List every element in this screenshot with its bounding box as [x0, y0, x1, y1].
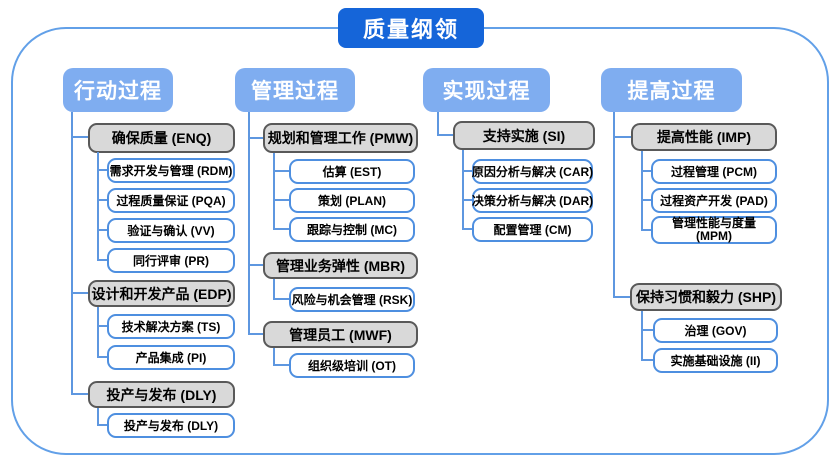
header-implementation-process: 实现过程 [423, 68, 550, 112]
leaf-ot: 组织级培训 (OT) [289, 353, 415, 378]
connector-line [71, 136, 88, 138]
leaf-plan: 策划 (PLAN) [289, 188, 415, 213]
group-pmw: 规划和管理工作 (PMW) [263, 123, 418, 153]
connector-line [97, 259, 107, 261]
leaf-pcm: 过程管理 (PCM) [651, 159, 777, 184]
connector-line [97, 424, 107, 426]
connector-line [273, 199, 289, 201]
connector-line [641, 359, 653, 361]
connector-line [71, 292, 88, 294]
connector-line [641, 311, 643, 361]
group-mwf: 管理员工 (MWF) [263, 321, 418, 348]
leaf-pqa: 过程质量保证 (PQA) [107, 188, 235, 213]
connector-line [97, 152, 99, 261]
group-edp: 设计和开发产品 (EDP) [88, 280, 235, 307]
connector-line [273, 228, 289, 230]
group-si: 支持实施 (SI) [453, 121, 595, 150]
connector-line [97, 356, 107, 358]
connector-line [273, 153, 275, 230]
leaf-pr: 同行评审 (PR) [107, 248, 235, 273]
connector-line [71, 393, 88, 395]
leaf-car: 原因分析与解决 (CAR) [472, 159, 593, 184]
leaf-ii: 实施基础设施 (II) [653, 348, 778, 373]
connector-line [248, 264, 263, 266]
connector-line [641, 229, 651, 231]
leaf-ts: 技术解决方案 (TS) [107, 314, 235, 339]
group-mbr: 管理业务弹性 (MBR) [263, 252, 418, 279]
connector-line [248, 112, 250, 334]
connector-line [462, 228, 472, 230]
connector-line [273, 170, 289, 172]
connector-line [71, 112, 73, 394]
connector-line [97, 307, 99, 358]
connector-line [641, 199, 651, 201]
connector-line [97, 325, 107, 327]
connector-line [273, 348, 275, 366]
connector-line [613, 136, 631, 138]
connector-line [641, 170, 651, 172]
header-management-process: 管理过程 [235, 68, 355, 112]
group-imp: 提高性能 (IMP) [631, 123, 777, 151]
connector-line [97, 199, 107, 201]
connector-line [248, 137, 263, 139]
leaf-rdm: 需求开发与管理 (RDM) [107, 158, 235, 183]
connector-line [97, 408, 99, 426]
connector-line [641, 329, 653, 331]
leaf-est: 估算 (EST) [289, 159, 415, 184]
connector-line [248, 333, 263, 335]
connector-line [462, 199, 472, 201]
connector-line [273, 298, 289, 300]
connector-line [97, 169, 107, 171]
leaf-pi: 产品集成 (PI) [107, 345, 235, 370]
connector-line [273, 364, 289, 366]
group-dly: 投产与发布 (DLY) [88, 381, 235, 408]
leaf-dly: 投产与发布 (DLY) [107, 413, 235, 438]
connector-line [273, 279, 275, 300]
connector-line [462, 150, 464, 230]
connector-line [437, 112, 439, 136]
group-shp: 保持习惯和毅力 (SHP) [630, 283, 782, 311]
connector-line [641, 151, 643, 230]
header-improvement-process: 提高过程 [601, 68, 742, 112]
leaf-rsk: 风险与机会管理 (RSK) [289, 287, 415, 312]
connector-line [437, 134, 453, 136]
leaf-dar: 决策分析与解决 (DAR) [472, 188, 593, 213]
header-action-process: 行动过程 [63, 68, 173, 112]
leaf-pad: 过程资产开发 (PAD) [651, 188, 777, 213]
connector-line [97, 229, 107, 231]
leaf-cm: 配置管理 (CM) [472, 217, 593, 242]
diagram-root-title: 质量纲领 [338, 8, 484, 48]
connector-line [613, 112, 615, 297]
leaf-mpm: 管理性能与度量 (MPM) [651, 216, 777, 244]
connector-line [462, 170, 472, 172]
group-enq: 确保质量 (ENQ) [88, 123, 235, 153]
leaf-vv: 验证与确认 (VV) [107, 218, 235, 243]
connector-line [613, 296, 630, 298]
leaf-gov: 治理 (GOV) [653, 318, 778, 343]
leaf-mc: 跟踪与控制 (MC) [289, 217, 415, 242]
